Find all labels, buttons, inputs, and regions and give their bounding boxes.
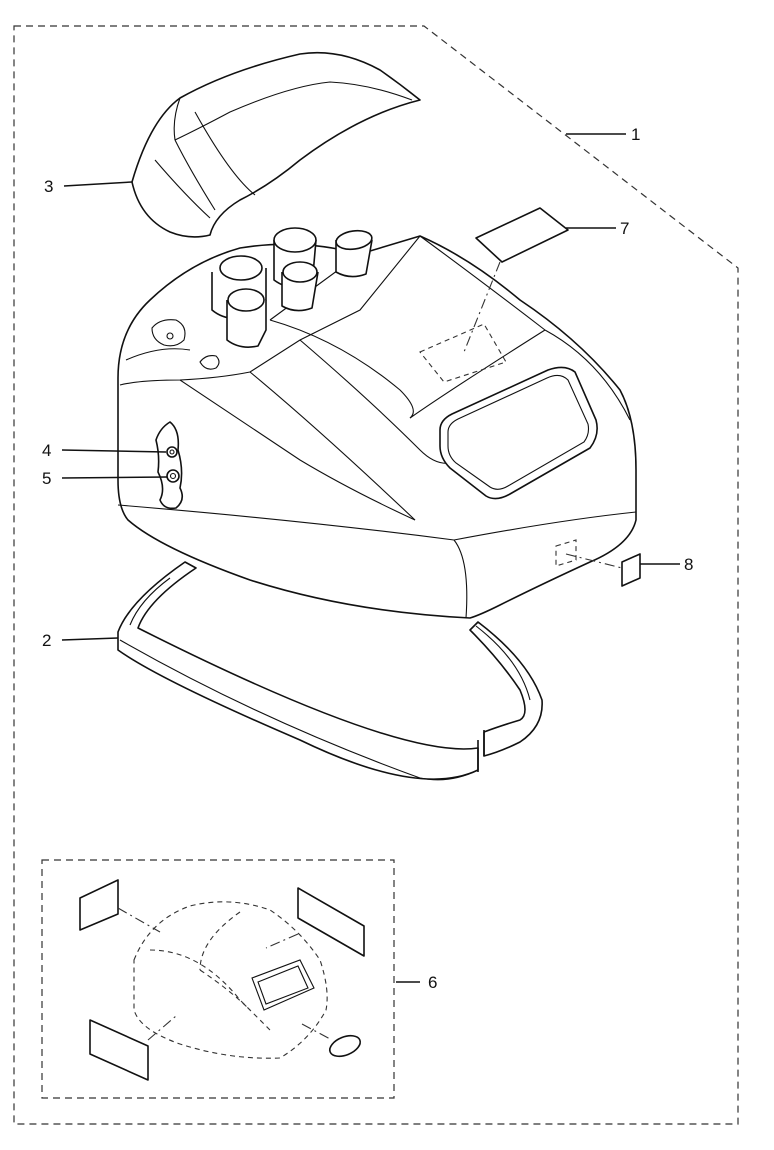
engine-cover-part (117, 227, 637, 619)
leader-3 (63, 181, 133, 187)
label-8-guide (565, 553, 623, 569)
decal-set-box (41, 859, 395, 1099)
callout-6: 6 (428, 973, 437, 992)
callout-5: 5 (42, 469, 51, 488)
label-part-8 (621, 553, 641, 587)
label-7-guide (463, 261, 501, 353)
callout-1: 1 (631, 125, 640, 144)
leader-5 (61, 476, 168, 479)
callout-4: 4 (42, 441, 51, 460)
leader-2 (61, 637, 119, 641)
callout-2: 2 (42, 631, 51, 650)
callout-8: 8 (684, 555, 693, 574)
seal-gasket-part (117, 561, 543, 781)
label-part-7 (475, 207, 569, 263)
leader-4 (61, 449, 167, 453)
callout-7: 7 (620, 219, 629, 238)
callout-3: 3 (44, 177, 53, 196)
vent-tubes (211, 227, 373, 348)
top-cover-part (131, 51, 421, 238)
assembly-boundary (13, 25, 739, 1125)
